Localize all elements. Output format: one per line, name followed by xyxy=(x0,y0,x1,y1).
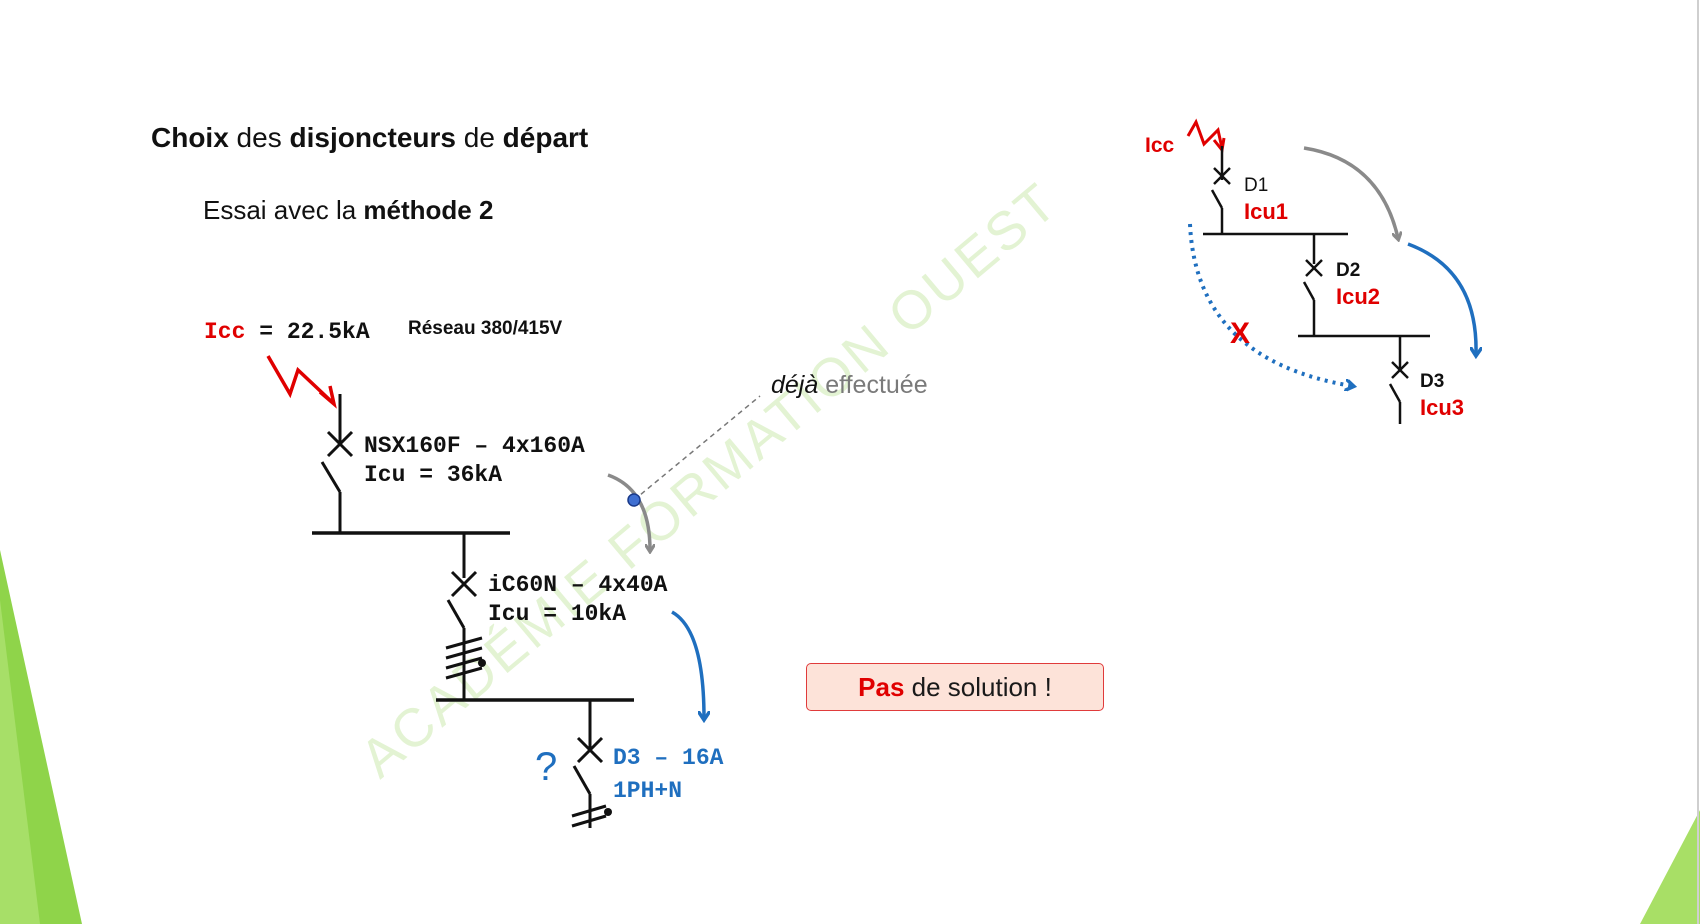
breaker3-rating: D3 – 16A xyxy=(613,745,724,771)
lightning-icon xyxy=(266,355,334,404)
mini-d3: D3 xyxy=(1420,371,1444,392)
mini-d1: D1 xyxy=(1244,175,1268,196)
leader-dot xyxy=(627,493,641,507)
mini-d2: D2 xyxy=(1336,260,1360,281)
annotation-label: déjà effectuée xyxy=(771,371,928,399)
leader-line xyxy=(633,395,761,501)
no-solution-callout: Pas de solution ! xyxy=(806,663,1104,711)
mini-icu1: Icu1 xyxy=(1244,199,1288,224)
mini-dotted-arrow xyxy=(1188,223,1352,386)
slide-subtitle: Essai avec la méthode 2 xyxy=(203,195,493,225)
callout-bold: Pas xyxy=(858,671,905,702)
mini-cross: X xyxy=(1230,317,1250,350)
breaker1-rating: NSX160F – 4x160A xyxy=(364,433,585,459)
breaker3-phase: 1PH+N xyxy=(613,778,682,804)
mini-icu3: Icu3 xyxy=(1420,395,1464,420)
breaker1-icu: Icu = 36kA xyxy=(364,462,502,488)
mini-gray-arrow xyxy=(1303,146,1398,238)
blue-arrow-1 xyxy=(671,610,704,718)
green-corner-left-light xyxy=(0,600,40,924)
mini-breaker-d1 xyxy=(1210,146,1231,234)
breaker-nsx160f xyxy=(320,394,354,533)
mini-icc-label: Icc xyxy=(1145,134,1175,157)
slide-title: Choix des disjoncteurs de départ xyxy=(151,122,588,153)
mini-lightning-icon xyxy=(1186,118,1224,149)
network-label: Réseau 380/415V xyxy=(408,318,563,339)
breaker-d3 xyxy=(571,700,607,828)
question-mark: ? xyxy=(535,745,557,789)
mini-icu2: Icu2 xyxy=(1336,284,1380,309)
mini-blue-arrow xyxy=(1407,242,1476,354)
breaker2-icu: Icu = 10kA xyxy=(488,601,626,627)
mini-breaker-d3 xyxy=(1388,336,1409,424)
icc-supply-label: Icc = 22.5kA xyxy=(204,319,370,345)
callout-text: de solution ! xyxy=(904,671,1052,702)
breaker2-rating: iC60N – 4x40A xyxy=(488,572,668,598)
mini-breaker-d2 xyxy=(1302,234,1323,336)
breaker-ic60n xyxy=(445,533,483,700)
green-corner-right xyxy=(1640,810,1700,924)
